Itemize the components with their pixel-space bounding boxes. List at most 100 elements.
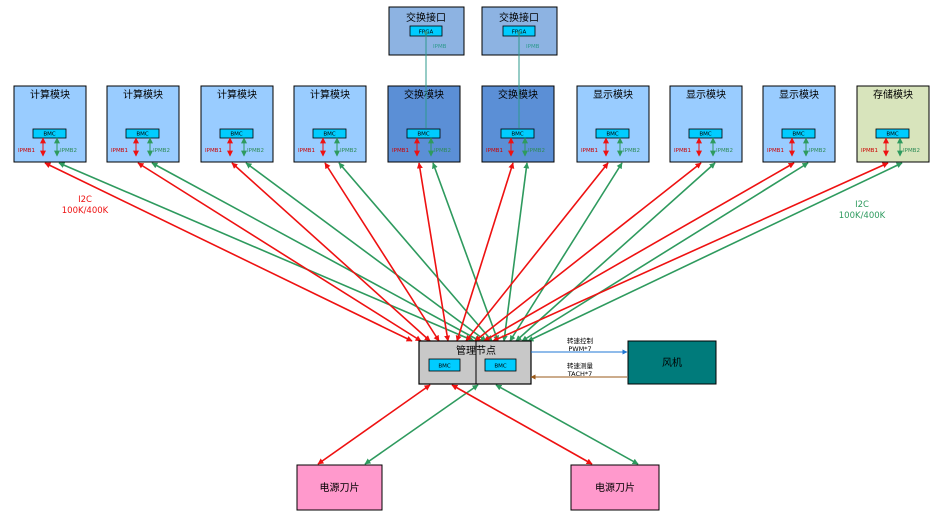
module-display2[interactable]: 显示模块 BMC IPMB1 IPMB2 (669, 85, 743, 163)
module-display2-ipmb2-label: IPMB2 (716, 148, 733, 154)
module-display2-ipmb1-label: IPMB1 (674, 148, 691, 154)
module-compute1-title: 计算模块 (30, 88, 70, 101)
power-blade-1-title: 电源刀片 (320, 481, 360, 494)
link-power-p2-red (451, 384, 593, 465)
module-compute1[interactable]: 计算模块 BMC IPMB1 IPMB2 (13, 85, 87, 163)
module-compute3-bmc-chip (219, 128, 254, 139)
module-compute1-bmc-chip (32, 128, 67, 139)
module-compute2-ipmb1-label: IPMB1 (111, 148, 128, 154)
module-display1-ipmb1-label: IPMB1 (581, 148, 598, 154)
management-bmc-right-label: BMC (494, 364, 507, 370)
power-blade-1[interactable]: 电源刀片 (296, 464, 383, 511)
i2c-right-label-2: 100K/400K (839, 211, 886, 221)
module-compute2-title: 计算模块 (123, 88, 163, 101)
module-compute2-bmc-chip (125, 128, 160, 139)
module-display1-body (576, 85, 650, 163)
module-display3-bmc-chip (781, 128, 816, 139)
module-compute2-ipmb2-label: IPMB2 (153, 148, 170, 154)
power-blade-1-body (296, 464, 383, 511)
link-red-display1 (465, 162, 609, 342)
module-switch2-body (481, 85, 555, 163)
i2c-links (44, 162, 903, 465)
module-compute4-bmc-label: BMC (323, 132, 336, 138)
module-compute3-title: 计算模块 (217, 88, 257, 101)
module-compute1-bmc-label: BMC (43, 132, 56, 138)
management-title: 管理节点 (456, 344, 496, 357)
interface-link-label-1: IPMB (433, 44, 447, 50)
module-display1-bmc-label: BMC (606, 132, 619, 138)
management-bmc-left (428, 358, 461, 372)
link-red-storage1 (492, 162, 889, 342)
module-compute2-body (106, 85, 180, 163)
module-storage1-ipmb2-label: IPMB2 (903, 148, 920, 154)
link-green-compute3 (245, 162, 487, 342)
module-switch1-title: 交换模块 (404, 88, 444, 101)
module-compute4-title: 计算模块 (310, 88, 350, 101)
module-switch2-bmc-label: BMC (511, 132, 524, 138)
module-display3-bmc-label: BMC (792, 132, 805, 138)
module-compute3-ipmb1-label: IPMB1 (205, 148, 222, 154)
interface-box-1[interactable]: 交换接口 FPGA IPMB (388, 6, 465, 56)
link-power-p1-red (317, 384, 431, 465)
interface-link-label-2: IPMB (526, 44, 540, 50)
fan-box[interactable]: 风机 (627, 340, 717, 385)
module-display1-bmc-chip (595, 128, 630, 139)
module-compute3-body (200, 85, 274, 163)
link-green-switch2 (501, 162, 530, 342)
module-switch2-title: 交换模块 (498, 88, 538, 101)
module-switch1-body (387, 85, 461, 163)
module-storage1[interactable]: 存储模块 BMC IPMB1 IPMB2 (856, 85, 930, 163)
module-display3-title: 显示模块 (779, 89, 819, 101)
module-storage1-body (856, 85, 930, 163)
management-node[interactable]: 管理节点 BMC BMC (418, 340, 532, 385)
link-green-display3 (521, 162, 809, 342)
fan-box-body (627, 340, 717, 385)
power-blade-2[interactable]: 电源刀片 (570, 464, 660, 511)
module-storage1-bmc-chip (875, 128, 910, 139)
link-green-compute1 (58, 162, 475, 342)
module-display2-body (669, 85, 743, 163)
i2c-right-label-1: I2C (855, 200, 869, 210)
module-compute3-bmc-label: BMC (230, 132, 243, 138)
power-blade-2-body (570, 464, 660, 511)
link-red-display2 (474, 162, 702, 342)
module-compute1-ipmb2-label: IPMB2 (60, 148, 77, 154)
interface-title-1: 交换接口 (406, 11, 446, 24)
module-compute4[interactable]: 计算模块 BMC IPMB1 IPMB2 (293, 85, 367, 163)
module-row: 计算模块 BMC IPMB1 IPMB2 计算模块 BMC IPMB1 IPMB2 计算模块 BM… (13, 85, 930, 163)
module-display2-bmc-label: BMC (699, 132, 712, 138)
link-red-compute4 (324, 162, 440, 342)
module-compute4-ipmb1-label: IPMB1 (298, 148, 315, 154)
i2c-left-label-2: 100K/400K (62, 206, 109, 216)
pwm-label-2: PWM*7 (568, 345, 591, 353)
module-compute4-bmc-chip (312, 128, 347, 139)
module-compute1-ipmb1-label: IPMB1 (18, 148, 35, 154)
link-red-compute1 (44, 162, 413, 342)
module-display2-title: 显示模块 (686, 89, 726, 101)
module-switch1-ipmb1-label: IPMB1 (392, 148, 409, 154)
link-power-p1-green (364, 384, 479, 465)
module-display3-ipmb1-label: IPMB1 (767, 148, 784, 154)
management-bmc-right (484, 358, 517, 372)
power-blade-2-title: 电源刀片 (595, 481, 635, 494)
link-green-compute2 (151, 162, 481, 342)
link-red-display3 (483, 162, 795, 342)
fpga-chip-1-label: FPGA (419, 30, 434, 36)
module-compute4-ipmb2-label: IPMB2 (340, 148, 357, 154)
module-display2-bmc-chip (688, 128, 723, 139)
module-storage1-title: 存储模块 (873, 88, 913, 101)
module-storage1-bmc-label: BMC (886, 132, 899, 138)
fpga-chip-2-label: FPGA (512, 30, 527, 36)
module-switch2-ipmb2-label: IPMB2 (528, 148, 545, 154)
module-display1-ipmb2-label: IPMB2 (623, 148, 640, 154)
fan-title: 风机 (662, 356, 682, 369)
module-storage1-ipmb1-label: IPMB1 (861, 148, 878, 154)
module-compute4-body (293, 85, 367, 163)
